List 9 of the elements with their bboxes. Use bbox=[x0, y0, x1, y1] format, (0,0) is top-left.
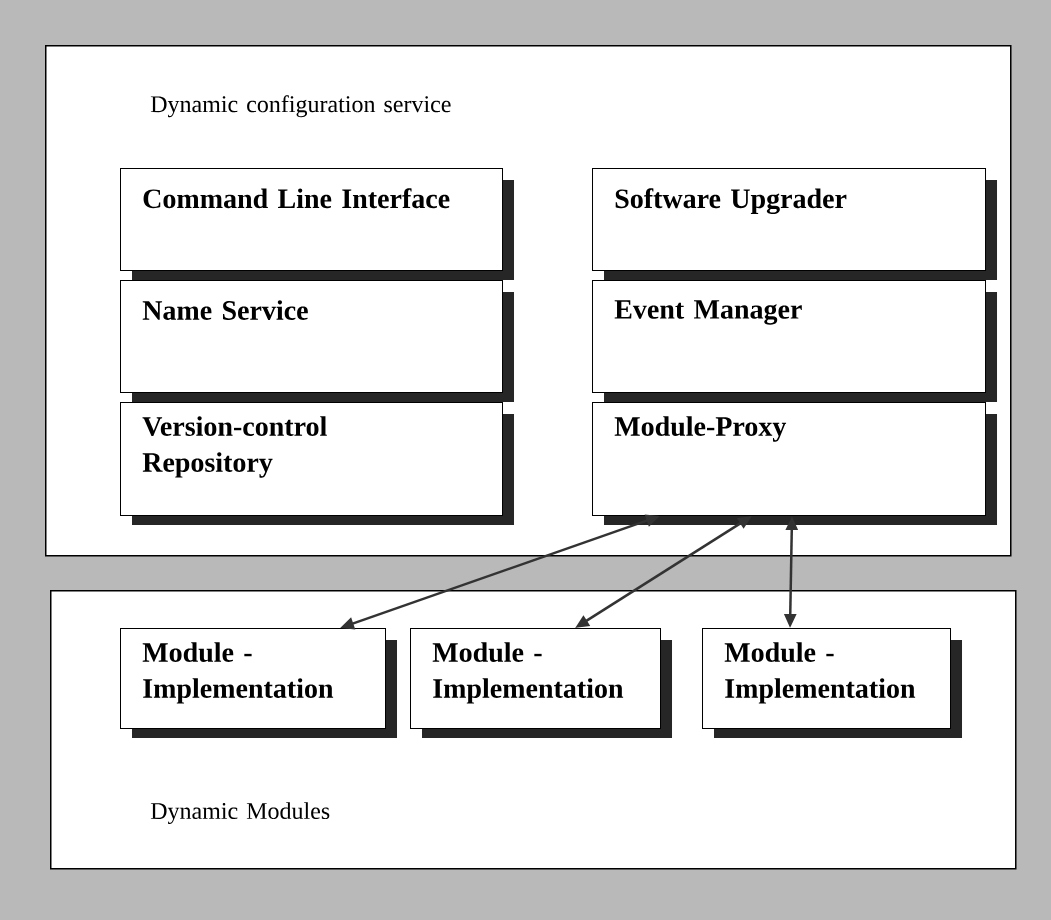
component-box: Name Service bbox=[120, 280, 514, 402]
component-box: Event Manager bbox=[592, 280, 997, 402]
component-box: Module-Proxy bbox=[592, 402, 997, 525]
component-box: Module - Implementation bbox=[120, 628, 397, 738]
component-box: Command Line Interface bbox=[120, 168, 514, 280]
component-box: Module - Implementation bbox=[702, 628, 962, 738]
component-box: Module - Implementation bbox=[410, 628, 672, 738]
component-box: Software Upgrader bbox=[592, 168, 997, 280]
component-box: Version-control Repository bbox=[120, 402, 514, 525]
